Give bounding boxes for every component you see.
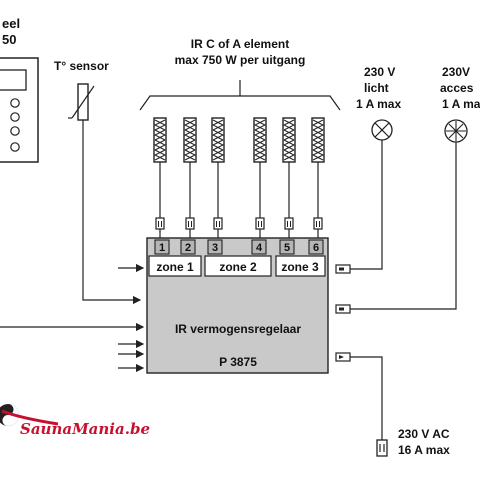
terminal: 5	[279, 239, 295, 255]
heater-connector-icon	[155, 217, 165, 230]
heater-element-icon	[311, 117, 325, 240]
zone-label: zone 2	[219, 260, 257, 274]
heater-connector-icon	[213, 217, 223, 230]
terminal-number: 1	[159, 242, 165, 254]
ir-elements-group: IR C of A element max 750 W per uitgang	[139, 37, 341, 240]
logo-text: SaunaMania.be	[20, 420, 150, 438]
accessory-label-line1: 230V	[442, 65, 470, 79]
supply-label-line2: 16 A max	[398, 443, 450, 457]
temperature-sensor: T° sensor	[54, 59, 142, 305]
saunamania-logo: SaunaMania.be	[0, 404, 150, 438]
terminal: 4	[251, 239, 267, 255]
panel-button	[10, 142, 20, 152]
panel-button	[10, 112, 20, 122]
accessory-label-line3: 1 A ma	[442, 97, 480, 111]
power-supply: 230 V AC 16 A max	[350, 356, 450, 457]
panel-button	[10, 126, 20, 136]
light-label-line2: licht	[364, 81, 389, 95]
heater-connector-icon	[313, 217, 323, 230]
panel-button	[10, 98, 20, 108]
zone-box	[204, 255, 272, 277]
sensor-wire	[82, 120, 142, 305]
panel-display	[0, 69, 27, 91]
accessory-wire	[350, 142, 457, 310]
sensor-label: T° sensor	[54, 59, 109, 73]
heater-connector-icon	[255, 217, 265, 230]
zone-label: zone 1	[156, 260, 194, 274]
elements-label-line1: IR C of A element	[191, 37, 289, 51]
controller-name: IR vermogensregelaar	[175, 322, 301, 336]
heater-connector-icon	[185, 217, 195, 230]
light-label-line3: 1 A max	[356, 97, 401, 111]
supply-label-line1: 230 V AC	[398, 427, 450, 441]
accessory-label-line2: acces	[440, 81, 474, 95]
control-inputs	[0, 263, 145, 373]
controller-model: P 3875	[219, 355, 257, 369]
terminal: 2	[180, 239, 196, 255]
elements-label-line2: max 750 W per uitgang	[175, 53, 306, 67]
thermistor-slash	[71, 85, 95, 119]
heater-element-icon	[253, 117, 267, 240]
control-panel: eel 50	[0, 16, 39, 163]
heater-element-icon	[211, 117, 225, 240]
controller: 1 2 3 4 5 6 zone 1 zone 2 zone 3 IR vermogens…	[146, 237, 351, 374]
zone-box	[275, 255, 326, 277]
heater-element-icon	[183, 117, 197, 240]
elements-brace	[139, 95, 341, 111]
terminal-number: 3	[212, 242, 218, 254]
supply-wire	[350, 356, 383, 440]
zone-label: zone 3	[281, 260, 319, 274]
panel-title-line2: 50	[2, 32, 16, 47]
accessory-output: 230V acces 1 A ma	[350, 65, 480, 310]
zone-box	[148, 255, 202, 277]
terminal-number: 6	[313, 242, 319, 254]
heater-connector-icon	[284, 217, 294, 230]
light-output: 230 V licht 1 A max	[350, 65, 401, 270]
panel-title-line1: eel	[2, 16, 20, 31]
heater-element-icon	[282, 117, 296, 240]
terminal-number: 2	[185, 242, 191, 254]
terminal-number: 5	[284, 242, 290, 254]
light-wire	[350, 140, 383, 270]
terminal-number: 4	[256, 242, 263, 254]
terminal-strip: 1 2 3 4 5 6	[154, 239, 324, 255]
terminal: 6	[308, 239, 324, 255]
terminal: 3	[207, 239, 223, 255]
light-label-line1: 230 V	[364, 65, 395, 79]
terminal: 1	[154, 239, 170, 255]
heater-elements	[153, 117, 325, 240]
heater-element-icon	[153, 117, 167, 240]
supply-plug-icon	[376, 439, 388, 457]
